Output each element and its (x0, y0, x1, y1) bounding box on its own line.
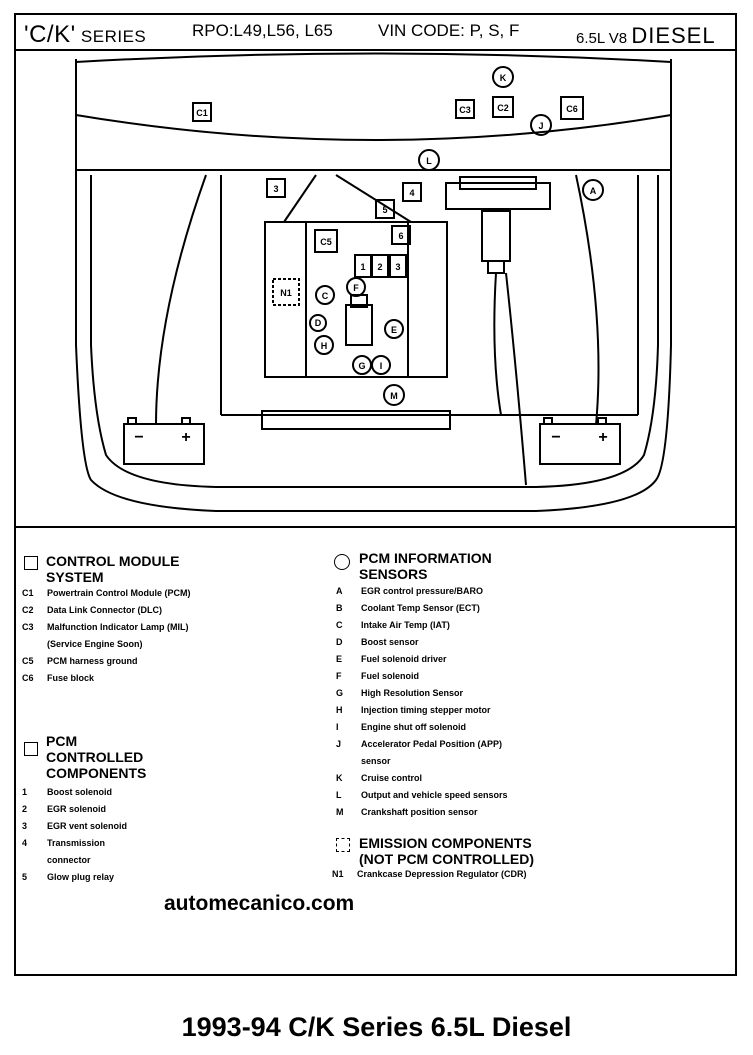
diagram-frame: 'C/K' SERIES RPO:L49,L56, L65 VIN CODE: … (14, 13, 737, 976)
label-1: 1 (360, 262, 365, 272)
list-item: (Service Engine Soon) (47, 639, 143, 649)
label-3: 3 (395, 262, 400, 272)
engine-compartment-drawing: C1 C3 C2 C6 3 4 5 6 1 2 3 C5 N1 K J L A … (75, 52, 672, 512)
label-D: D (315, 318, 322, 328)
emission-title: EMISSION COMPONENTS (NOT PCM CONTROLLED) (359, 835, 534, 867)
label-C: C (322, 291, 329, 301)
page-caption: 1993-94 C/K Series 6.5L Diesel (181, 1012, 572, 1042)
label-4: 4 (409, 188, 414, 198)
label-N1: N1 (280, 288, 292, 298)
pcm-sensors-title: PCM INFORMATION SENSORS (359, 550, 492, 582)
square-symbol (24, 556, 38, 570)
battery-left-minus: − (134, 429, 143, 446)
label-A: A (590, 186, 597, 196)
list-item: connector (47, 855, 91, 865)
circle-symbol (334, 554, 350, 570)
label-2: 2 (377, 262, 382, 272)
dashed-square-symbol (336, 838, 350, 852)
pcm-controlled-title: PCM CONTROLLED COMPONENTS (46, 733, 147, 781)
square-symbol (24, 742, 38, 756)
marker-C1 (192, 102, 212, 122)
list-item: sensor (361, 756, 391, 766)
label-K: K (500, 73, 507, 83)
label-E: E (391, 325, 397, 335)
battery-left-plus: + (181, 429, 190, 446)
rpo-label: RPO:L49,L56, L65 (192, 21, 333, 40)
label-G: G (358, 361, 365, 371)
label-I: I (380, 361, 383, 371)
label-C5: C5 (320, 237, 332, 247)
label-C2: C2 (497, 103, 509, 113)
vin-code-label: VIN CODE: P, S, F (378, 21, 520, 40)
label-C1: C1 (196, 108, 208, 118)
label-6: 6 (398, 231, 403, 241)
label-H: H (321, 341, 328, 351)
label-C3: C3 (459, 105, 471, 115)
header-bar: 'C/K' SERIES RPO:L49,L56, L65 VIN CODE: … (16, 15, 735, 51)
battery-right-minus: − (551, 429, 560, 446)
watermark: automecanico.com (164, 892, 355, 915)
label-C6: C6 (566, 104, 578, 114)
control-module-title: CONTROL MODULE SYSTEM (46, 553, 180, 585)
label-F: F (353, 283, 359, 293)
engine-label: 6.5L V8 DIESEL (576, 23, 716, 48)
label-3-upper: 3 (273, 184, 278, 194)
label-L: L (426, 156, 432, 166)
battery-right-plus: + (598, 429, 607, 446)
series-label: 'C/K' SERIES (24, 21, 147, 48)
label-5: 5 (382, 205, 387, 215)
label-M: M (390, 391, 398, 401)
label-J: J (538, 121, 543, 131)
